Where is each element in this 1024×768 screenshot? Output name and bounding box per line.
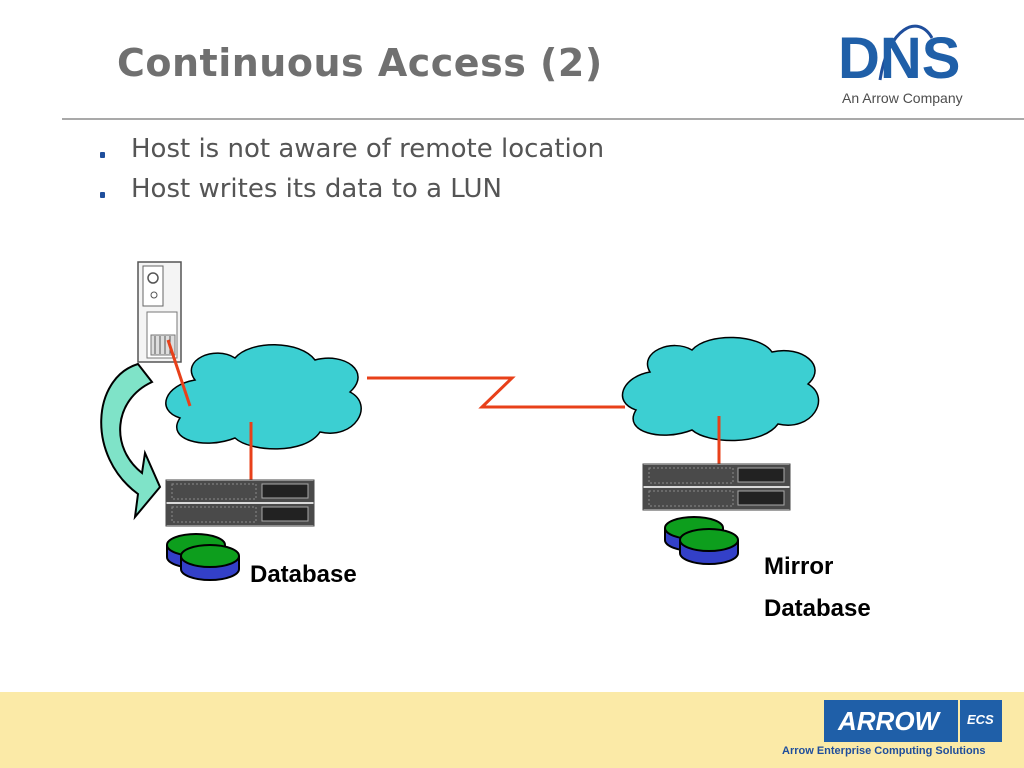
bullet-icon xyxy=(100,192,105,198)
host-server-icon xyxy=(137,261,182,363)
database-label: Database xyxy=(250,561,357,588)
arrow-logo-text: ARROW xyxy=(837,706,942,736)
arrow-ecs-logo: ARROW ECS xyxy=(824,700,1002,742)
wan-link xyxy=(367,376,625,409)
slide-title: Continuous Access (2) xyxy=(117,41,603,85)
write-arrow-icon xyxy=(100,362,162,521)
dns-tagline: An Arrow Company xyxy=(842,90,963,106)
database-disk-icon xyxy=(166,533,240,581)
ecs-badge-text: ECS xyxy=(967,712,994,727)
mirror-database-disk-icon xyxy=(664,516,739,565)
bullet-icon xyxy=(100,152,105,158)
host-link xyxy=(166,339,192,407)
dns-logo: DNS xyxy=(838,24,960,88)
left-storage-array-icon xyxy=(165,479,315,527)
arrow-tagline: Arrow Enterprise Computing Solutions xyxy=(782,745,986,757)
bullet-list: Host is not aware of remote location Hos… xyxy=(100,130,604,210)
mirror-database-label-line1: Mirror xyxy=(764,553,834,580)
dns-logo-text: DNS xyxy=(838,26,960,88)
bullet-item: Host is not aware of remote location xyxy=(100,130,604,170)
network-links xyxy=(166,339,721,482)
right-network-cloud-icon xyxy=(621,336,820,442)
title-divider xyxy=(62,118,1024,120)
left-network-cloud-icon xyxy=(165,344,362,450)
bullet-text: Host writes its data to a LUN xyxy=(131,174,502,204)
network-diagram xyxy=(100,261,820,581)
mirror-database-label-line2: Database xyxy=(764,595,871,622)
bullet-item: Host writes its data to a LUN xyxy=(100,170,604,210)
right-storage-array-icon xyxy=(642,463,791,511)
bullet-text: Host is not aware of remote location xyxy=(131,134,605,164)
